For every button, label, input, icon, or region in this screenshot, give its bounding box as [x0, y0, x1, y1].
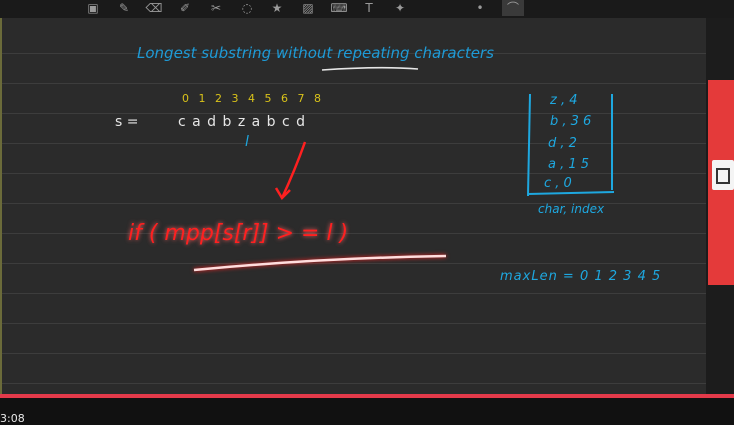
map-row: z , 4 — [549, 93, 578, 108]
map-row: c , 0 — [544, 176, 572, 191]
shapes-icon[interactable]: ★ — [271, 1, 283, 15]
maxlen-text: maxLen = 0 1 2 3 4 5 — [500, 269, 661, 284]
whiteboard-canvas[interactable] — [0, 18, 706, 394]
notes-title: Longest substring without repeating char… — [137, 44, 494, 62]
condition-underline — [193, 254, 447, 272]
insert-image-icon[interactable]: ▣ — [87, 1, 99, 15]
title-underline — [321, 66, 419, 71]
webcam-device-icon — [712, 160, 734, 190]
video-timestamp: 3:08 — [0, 412, 25, 425]
color-swatch-icon[interactable]: ⌒ — [502, 0, 524, 16]
pointer-l: l — [245, 134, 249, 150]
canvas-edge — [0, 18, 2, 394]
lasso-icon[interactable]: ◌ — [241, 1, 253, 15]
red-arrow — [280, 141, 307, 199]
keyboard-icon[interactable]: ⌨ — [330, 1, 348, 15]
text-icon[interactable]: T — [365, 1, 373, 15]
map-row: b , 3 6 — [550, 114, 591, 129]
red-arrow-head — [274, 187, 291, 201]
drawing-toolbar: ▣ ✎ ⌫ ✐ ✂ ◌ ★ ▨ ⌨ T ✦ • ⌒ — [0, 0, 734, 18]
map-box-left — [527, 93, 531, 197]
map-row: a , 1 5 — [548, 157, 589, 172]
map-row: d , 2 — [548, 136, 577, 151]
highlighter-icon[interactable]: ✐ — [179, 1, 191, 15]
image-icon[interactable]: ▨ — [302, 1, 314, 15]
map-caption: char, index — [538, 202, 605, 216]
index-row: 0 1 2 3 4 5 6 7 8 — [182, 92, 324, 105]
video-progress-bar[interactable] — [0, 394, 734, 398]
dot-icon[interactable]: • — [476, 1, 484, 15]
string-value: c a d b z a b c d — [178, 114, 306, 130]
map-box-bottom — [527, 191, 615, 195]
scissors-icon[interactable]: ✂ — [210, 1, 222, 15]
condition-text: if ( mpp[s[r]] > = l ) — [128, 221, 348, 246]
eraser-icon[interactable]: ⌫ — [145, 1, 163, 15]
laser-pointer-icon[interactable]: ✦ — [394, 1, 406, 15]
string-label: s = — [115, 114, 138, 130]
pen-icon[interactable]: ✎ — [118, 1, 130, 15]
